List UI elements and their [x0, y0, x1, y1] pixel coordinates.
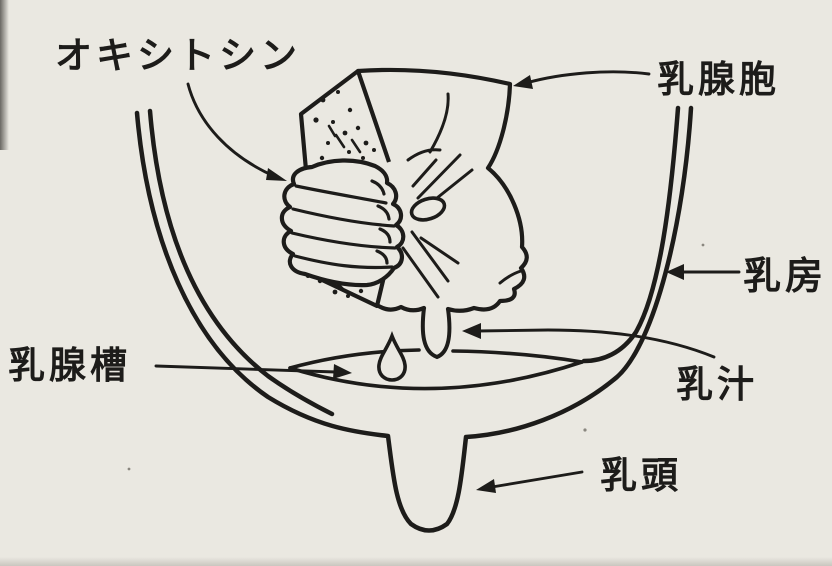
- udder-inner-wall-right: [581, 105, 681, 364]
- arrow-oxytocin: [186, 82, 287, 181]
- sponge-top: [298, 68, 391, 171]
- alveoli-bag-outline: [355, 67, 529, 313]
- annotation-arrows: [154, 70, 741, 493]
- cistern-top-right-arc: [451, 349, 584, 364]
- fist-outline: [279, 158, 406, 288]
- arrow-teat: [476, 470, 584, 493]
- udder-outer-wall: [134, 105, 694, 533]
- sponge-top-creases: [327, 124, 362, 154]
- udder-inner-wall-left: [147, 108, 335, 417]
- milk-duct: [420, 307, 452, 360]
- cistern-top-left-arc: [288, 348, 421, 370]
- label-alveoli: 乳腺胞: [657, 58, 780, 101]
- finger-lines: [290, 179, 397, 270]
- label-udder: 乳房: [743, 254, 827, 298]
- arrow-alveoli: [513, 70, 651, 89]
- label-teat: 乳頭: [600, 454, 682, 497]
- photo-edge-shadow-bottom: [0, 557, 832, 566]
- arrow-udder: [666, 264, 741, 280]
- gland-cistern: [288, 348, 584, 391]
- hand-fist: [279, 158, 447, 288]
- alveoli-bag: [355, 67, 529, 313]
- arrow-gland-cistern: [154, 364, 352, 379]
- label-gland-cistern: 乳腺槽: [8, 344, 131, 387]
- arrow-milk: [462, 323, 716, 359]
- sponge-top-specks: [313, 90, 376, 161]
- paper-specks: [127, 243, 705, 471]
- labels: オキシトシン 乳腺胞 乳房 乳汁 乳腺槽 乳頭: [8, 34, 827, 497]
- label-milk: 乳汁: [676, 363, 758, 406]
- crumple-lines: [401, 92, 523, 299]
- udder-outline: [134, 105, 694, 533]
- photo-edge-shadow-left: [0, 0, 9, 150]
- thumb-tip: [409, 196, 447, 222]
- sponge-top-outline: [298, 68, 391, 171]
- label-oxytocin: オキシトシン: [55, 34, 301, 77]
- cistern-bottom-arc: [288, 360, 584, 391]
- milk-drop: [377, 330, 407, 382]
